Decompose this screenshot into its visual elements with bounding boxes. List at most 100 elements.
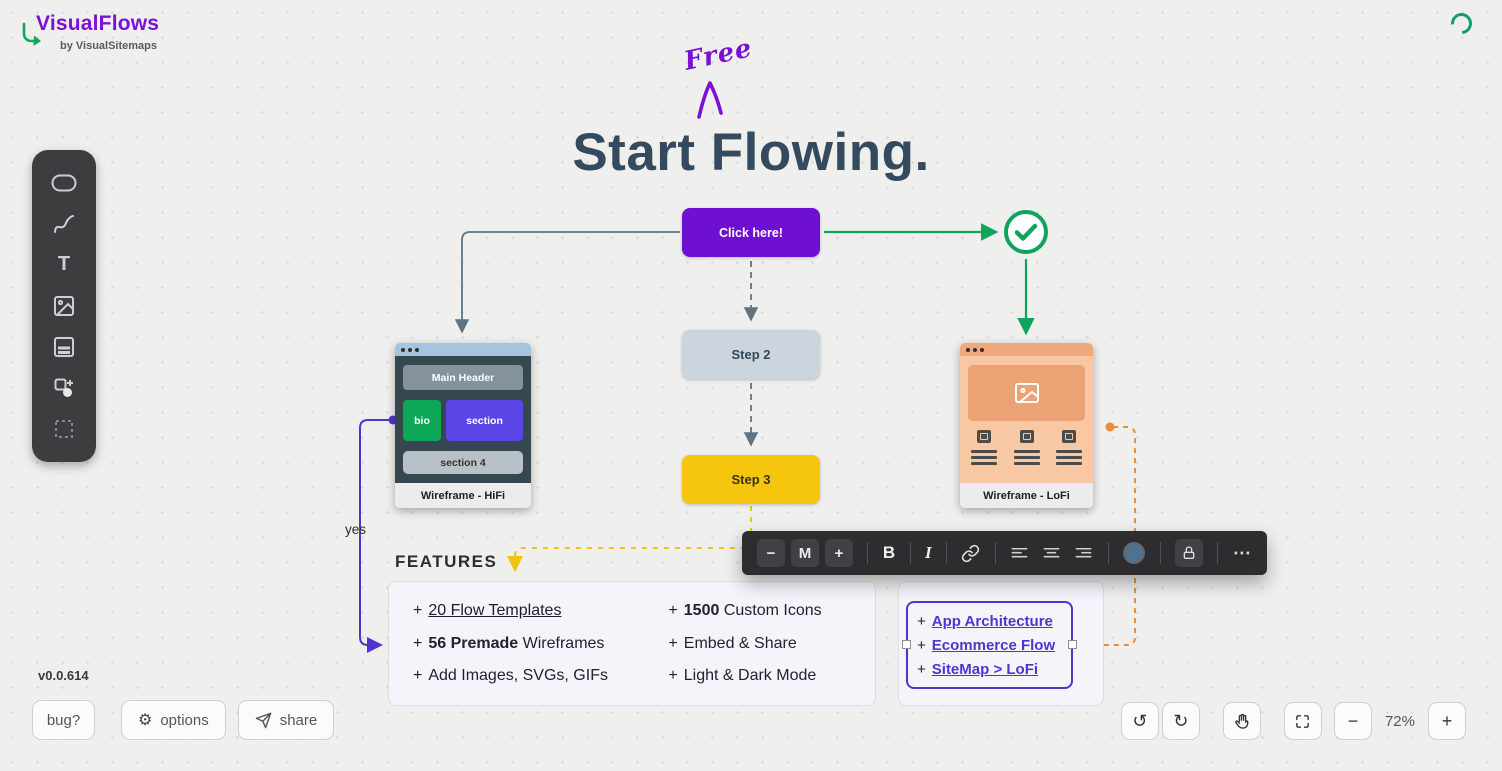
image-tool-button[interactable] [46,291,82,321]
redo-button[interactable]: ↻ [1161,702,1200,740]
plus-bullet: + [917,636,926,654]
app-title: VisualFlows [36,12,160,35]
toolbar-divider [867,542,869,564]
frame-tool-button[interactable] [46,332,82,362]
select-tool-button[interactable] [46,414,82,444]
plus-bullet: + [917,612,926,630]
plus-bullet: + [668,602,678,619]
options-button[interactable]: ⚙ options [121,700,226,740]
lofi-columns [968,430,1085,465]
selection-handle-left[interactable] [902,640,911,649]
bold-button[interactable]: B [882,543,896,562]
toolbar-divider [994,542,996,564]
version-label: v0.0.614 [38,668,89,683]
plus-bullet: + [917,660,926,678]
node-click-here[interactable]: Click here! [682,208,820,257]
lofi-column [971,430,997,465]
lofi-column [1013,430,1040,465]
send-icon [255,712,272,728]
footer-left-actions: bug? ⚙ options share [32,700,335,740]
app-subtitle: by VisualSitemaps [60,40,158,52]
lofi-column-icon [1019,430,1034,443]
image-icon [54,295,74,316]
plus-bullet: + [413,634,423,652]
edge-label-yes[interactable]: yes [345,522,367,537]
fit-view-button[interactable] [1283,702,1322,740]
hifi-main-header-block[interactable]: Main Header [403,365,523,390]
align-center-icon [1043,547,1060,557]
lofi-browser-chrome [960,343,1093,356]
link-icon [962,544,980,562]
oval-shape-icon [51,174,77,192]
selection-handle-right[interactable] [1068,640,1077,649]
lofi-column-icon [1062,430,1076,443]
align-center-button[interactable] [1042,544,1061,563]
footer-right-actions: ↺ ↻ − 72% + [1120,702,1466,740]
hand-icon [1235,713,1249,729]
fullscreen-icon [1296,714,1310,728]
features-heading[interactable]: FEATURES [395,552,498,571]
italic-button[interactable]: I [924,543,932,562]
more-options-button[interactable]: ⋯ [1232,542,1252,563]
align-right-icon [1075,547,1092,557]
template-link-item: + Ecommerce Flow [917,637,1062,654]
window-dot-icon [966,347,970,352]
hifi-section-block[interactable]: section [446,400,523,441]
edge-click-to-hifi[interactable] [454,231,680,334]
toolbar-divider [946,542,948,564]
lofi-caption: Wireframe - LoFi [960,483,1093,508]
lofi-body [960,356,1093,483]
font-size-value-button[interactable]: M [791,539,819,567]
lock-button[interactable] [1174,539,1203,567]
app-logo[interactable]: VisualFlows by VisualSitemaps [20,12,230,60]
left-toolbar: T [32,150,96,462]
zoom-in-button[interactable]: + [1428,702,1466,740]
shape-tool-button[interactable] [46,168,82,198]
font-size-increase-button[interactable]: + [825,539,853,567]
node-step3[interactable]: Step 3 [682,455,820,504]
link-button[interactable] [961,544,980,563]
checkmark-node[interactable] [1002,208,1050,256]
font-size-decrease-button[interactable]: − [757,539,785,567]
undo-button[interactable]: ↺ [1120,702,1159,740]
feature-item: +56 Premade Wireframes [413,634,605,652]
free-annotation[interactable]: Free [681,33,756,77]
minus-icon: − [1347,710,1359,731]
connector-tool-button[interactable] [46,209,82,239]
toolbar-divider [1217,542,1219,564]
share-button[interactable]: share [237,700,335,740]
bug-button-label: bug? [46,711,81,729]
align-right-button[interactable] [1074,544,1093,563]
plus-icon: + [1441,710,1453,731]
node-tool-button[interactable] [46,373,82,403]
wireframe-hifi-card[interactable]: Main Header bio section section 4 Wirefr… [395,343,531,508]
window-dot-icon [415,347,419,352]
connector-curve-icon [54,214,74,233]
link-sitemap-lofi[interactable]: SiteMap > LoFi [931,660,1039,678]
features-box[interactable]: +20 Flow Templates +56 Premade Wireframe… [388,581,876,706]
window-dot-icon [980,347,984,352]
zoom-out-button[interactable]: − [1333,702,1372,740]
templates-selection[interactable]: + App Architecture + Ecommerce Flow + SiteM… [902,601,1077,689]
node-step2[interactable]: Step 2 [682,330,820,379]
template-link-item: + SiteMap > LoFi [917,661,1062,678]
edge-step3-to-features[interactable] [507,506,752,572]
text-tool-button[interactable]: T [46,250,82,280]
pan-tool-button[interactable] [1222,702,1261,740]
feature-item: +Add Images, SVGs, GIFs [413,667,608,684]
color-swatch-button[interactable] [1123,542,1146,564]
window-dot-icon [408,347,412,352]
link-app-architecture[interactable]: App Architecture [931,612,1053,630]
hifi-caption: Wireframe - HiFi [395,483,531,508]
link-ecommerce-flow[interactable]: Ecommerce Flow [931,636,1056,654]
align-left-button[interactable] [1010,544,1029,563]
hifi-section4-block[interactable]: section 4 [403,451,523,474]
feature-link-flow-templates[interactable]: 20 Flow Templates [428,602,562,619]
feature-item: +Light & Dark Mode [668,667,817,684]
page-heading[interactable]: Start Flowing. [572,123,930,182]
wireframe-lofi-card[interactable]: Wireframe - LoFi [960,343,1093,508]
hifi-bio-block[interactable]: bio [403,400,441,441]
bug-button[interactable]: bug? [32,700,95,740]
templates-box[interactable]: + App Architecture + Ecommerce Flow + SiteM… [898,581,1104,706]
